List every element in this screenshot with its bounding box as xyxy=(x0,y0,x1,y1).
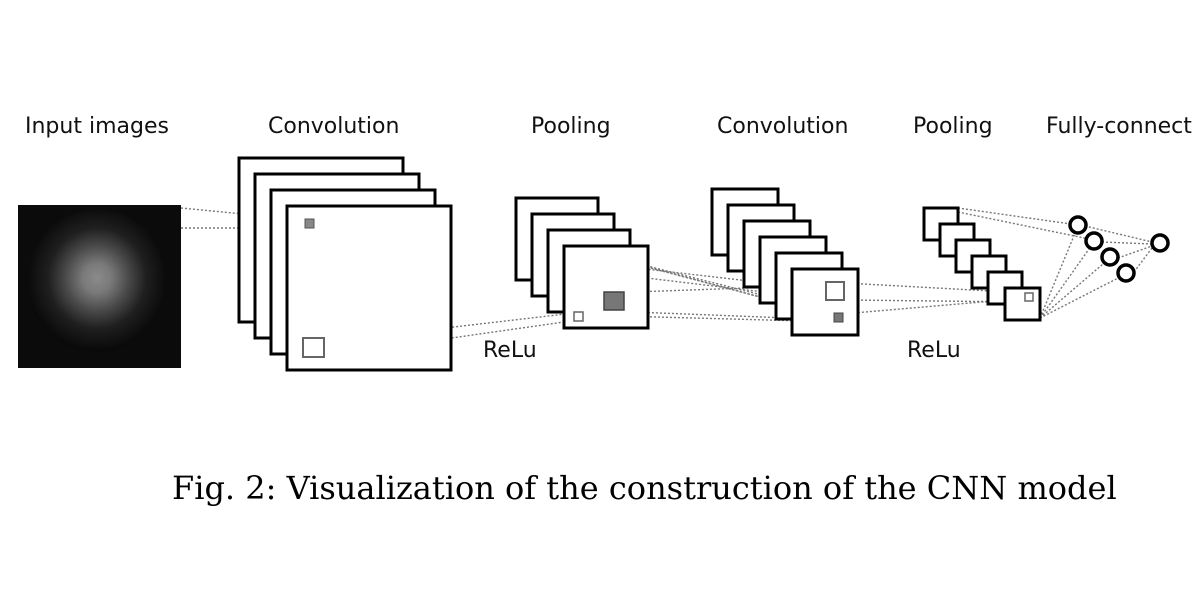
conv1-feature-maps xyxy=(237,156,453,372)
input-image xyxy=(18,205,181,368)
stage-label-fully-connected: Fully-connect xyxy=(1046,114,1192,139)
relu-label-2: ReLu xyxy=(907,338,961,363)
stage-label-pooling-2: Pooling xyxy=(913,114,993,139)
fc-neuron xyxy=(1084,231,1104,251)
stage-label-convolution-1: Convolution xyxy=(268,114,400,139)
pool1-receptive-field xyxy=(573,311,584,322)
conv2-filter-small xyxy=(833,312,844,323)
conv1-receptive-field xyxy=(302,337,325,358)
relu-label-1: ReLu xyxy=(483,338,537,363)
pool2-feature-maps xyxy=(922,206,1042,322)
fc-neuron xyxy=(1068,215,1088,235)
fc-neurons xyxy=(1068,215,1170,283)
conv1-filter-small xyxy=(304,218,315,229)
stage-label-pooling-1: Pooling xyxy=(531,114,611,139)
pool2-cell xyxy=(1024,292,1034,302)
pool1-feature-maps xyxy=(514,196,650,330)
figure-caption: Fig. 2: Visualization of the constructio… xyxy=(172,469,1117,507)
fc-neuron xyxy=(1100,247,1120,267)
pool1-pooled-cell xyxy=(603,291,625,311)
conv2-receptive-field xyxy=(825,281,845,301)
stage-label-convolution-2: Convolution xyxy=(717,114,849,139)
stage-label-input-images: Input images xyxy=(25,114,169,139)
fc-output-neuron xyxy=(1150,233,1170,253)
fc-neuron xyxy=(1116,263,1136,283)
conv2-feature-maps xyxy=(710,187,860,337)
